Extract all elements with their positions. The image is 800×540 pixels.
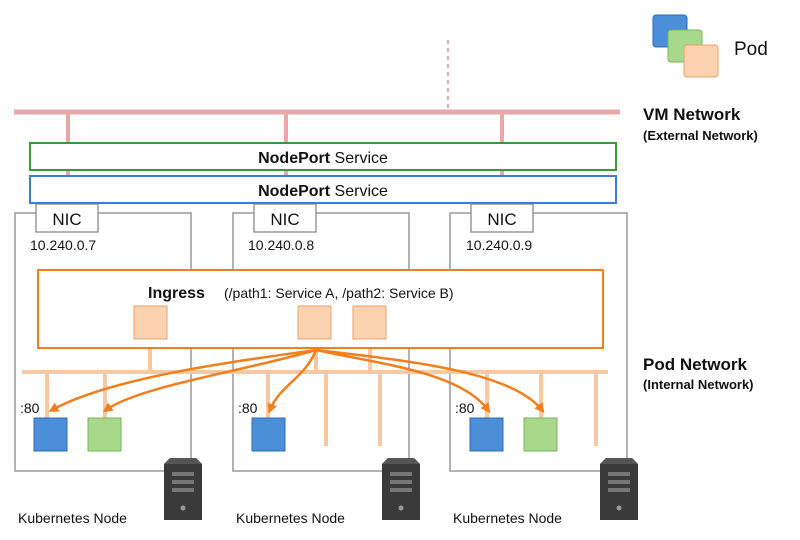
- legend-pod-label: Pod: [734, 39, 768, 60]
- node-label-3: Kubernetes Node: [453, 510, 562, 526]
- node-label-1: Kubernetes Node: [18, 510, 127, 526]
- vm-network-title: VM Network: [643, 105, 741, 124]
- pod-green-node3: [523, 417, 558, 452]
- nic-label-3: NIC: [487, 210, 516, 229]
- nodeport-services: NodePort Service NodePort Service: [29, 142, 617, 204]
- server-icon: [382, 458, 420, 520]
- nodeport-service-blue: [29, 175, 617, 204]
- arrow-to-node3-blue-pod: [315, 348, 491, 414]
- nic-label-2: NIC: [270, 210, 299, 229]
- ingress-pod-3: [352, 305, 387, 340]
- server-icon: [164, 458, 202, 520]
- port-label-2: :80: [238, 400, 258, 416]
- application-pods: [33, 417, 558, 452]
- vm-network-subtitle: (External Network): [643, 128, 758, 143]
- ingress: Ingress (/path1: Service A, /path2: Serv…: [37, 269, 604, 349]
- routing-arrows: [48, 348, 545, 414]
- pod-network-title: Pod Network: [643, 355, 747, 374]
- pod-blue-node1: [33, 417, 68, 452]
- port-label-3: :80: [455, 400, 475, 416]
- nodeport-service-green: [29, 142, 617, 171]
- nic-box-3: [470, 203, 534, 233]
- ingress-pod-1: [133, 305, 168, 340]
- ingress-rules: (/path1: Service A, /path2: Service B): [224, 285, 454, 301]
- arrow-to-node1-blue-pod: [48, 348, 317, 412]
- arrow-to-node1-green-pod: [102, 348, 317, 413]
- ingress-pod-2: [297, 305, 332, 340]
- pod-green-node1: [87, 417, 122, 452]
- server-icon: [600, 458, 638, 520]
- nic-label-1: NIC: [52, 210, 81, 229]
- nic-boxes: NIC NIC NIC: [35, 203, 534, 233]
- node-label-2: Kubernetes Node: [236, 510, 345, 526]
- arrow-to-node2-blue-pod: [267, 349, 318, 414]
- pod-network-subtitle: (Internal Network): [643, 377, 754, 392]
- pod-blue-node3: [469, 417, 504, 452]
- nic-box-1: [35, 203, 99, 233]
- arrow-to-node3-green-pod: [315, 348, 545, 414]
- nodeport-service-blue-label: NodePort Service: [258, 183, 388, 200]
- node-ip-2: 10.240.0.8: [248, 237, 314, 253]
- node-ip-1: 10.240.0.7: [30, 237, 96, 253]
- ingress-title: Ingress: [148, 285, 205, 302]
- node-ip-3: 10.240.0.9: [466, 237, 532, 253]
- nodeport-service-green-label: NodePort Service: [258, 150, 388, 167]
- legend: Pod: [652, 14, 768, 78]
- port-label-1: :80: [20, 400, 40, 416]
- legend-pod-orange-icon: [683, 44, 719, 78]
- pod-blue-node2: [251, 417, 286, 452]
